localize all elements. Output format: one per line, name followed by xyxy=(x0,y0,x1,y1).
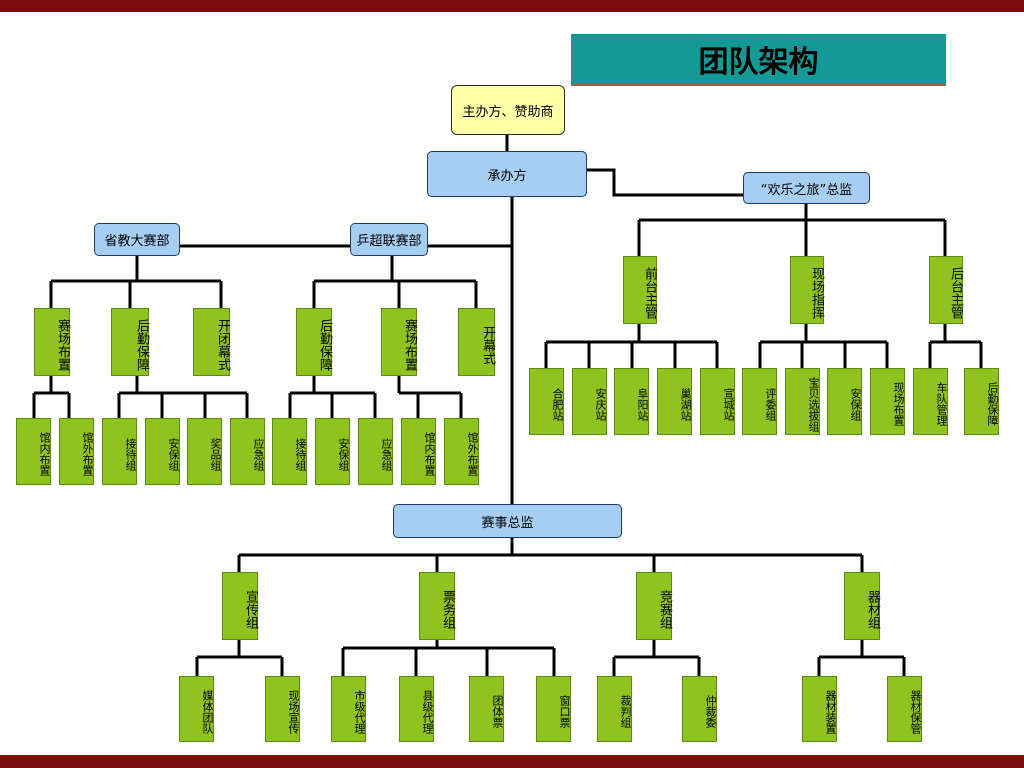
node-eq-setup: 器材装置 xyxy=(802,676,837,742)
node-judges: 评委组 xyxy=(742,368,777,435)
node-pp-logistics: 后勤保障 xyxy=(296,308,332,376)
node-pd-outside: 馆外布置 xyxy=(59,418,94,485)
node-st-xuancheng: 宣城站 xyxy=(700,368,735,435)
node-group-ticket: 团体票 xyxy=(469,676,504,742)
node-pd-inside: 馆内布置 xyxy=(16,418,51,485)
node-organizer: 承办方 xyxy=(427,151,587,197)
node-tour-director: “欢乐之旅”总监 xyxy=(743,172,870,204)
node-pd-reception: 接待组 xyxy=(102,418,137,485)
node-publicity: 宣传组 xyxy=(222,572,258,640)
node-county-agent: 县级代理 xyxy=(399,676,434,742)
node-back-mgr: 后台主管 xyxy=(929,256,963,324)
node-pp-security: 安保组 xyxy=(315,418,350,485)
node-pd-ceremony: 开闭幕式 xyxy=(193,308,230,376)
node-pp-emergency: 应急组 xyxy=(358,418,393,485)
node-st-hefei: 合肥站 xyxy=(529,368,564,435)
node-arbitration: 仲裁委 xyxy=(682,676,717,742)
node-pp-opening: 开幕式 xyxy=(458,308,495,376)
node-pingpong-dept: 乒超联赛部 xyxy=(350,223,428,256)
node-bm-logistics: 后勤保障 xyxy=(964,368,999,435)
node-talent: 宝贝选拔组 xyxy=(785,368,820,435)
node-st-fuyang: 阜阳站 xyxy=(614,368,649,435)
node-competition: 竞赛组 xyxy=(636,572,672,640)
node-media: 媒体团队 xyxy=(179,676,214,742)
bottom-border-bar xyxy=(0,755,1024,768)
top-border-bar xyxy=(0,0,1024,12)
node-pd-logistics: 后勤保障 xyxy=(111,308,149,376)
node-field-cmd: 现场指挥 xyxy=(790,256,824,324)
node-fleet: 车队管理 xyxy=(913,368,948,435)
node-equipment: 器材组 xyxy=(844,572,880,640)
page-title: 团队架构 xyxy=(571,34,946,86)
node-host-sponsor: 主办方、赞助商 xyxy=(451,85,565,135)
node-pp-venue: 赛场布置 xyxy=(381,308,417,376)
node-fc-setup: 现场布置 xyxy=(870,368,905,435)
node-st-chaohu: 巢湖站 xyxy=(657,368,692,435)
node-referee: 裁判组 xyxy=(597,676,632,742)
node-pd-security: 安保组 xyxy=(145,418,180,485)
node-ticketing: 票务组 xyxy=(419,572,455,640)
node-province-dept: 省教大赛部 xyxy=(94,223,180,256)
node-st-anqing: 安庆站 xyxy=(572,368,607,435)
node-pp-inside: 馆内布置 xyxy=(401,418,436,485)
node-pd-emergency: 应急组 xyxy=(230,418,265,485)
node-event-director: 赛事总监 xyxy=(393,504,622,538)
node-pp-reception: 接待组 xyxy=(272,418,307,485)
node-city-agent: 市级代理 xyxy=(331,676,366,742)
node-pp-outside: 馆外布置 xyxy=(444,418,479,485)
node-onsite-pr: 现场宣传 xyxy=(265,676,300,742)
node-pd-venue: 赛场布置 xyxy=(34,308,70,376)
node-eq-storage: 器材保管 xyxy=(887,676,922,742)
node-pd-prize: 奖品组 xyxy=(187,418,222,485)
node-window-ticket: 窗口票 xyxy=(536,676,571,742)
node-fc-security: 安保组 xyxy=(827,368,862,435)
node-front-mgr: 前台主管 xyxy=(623,256,657,324)
